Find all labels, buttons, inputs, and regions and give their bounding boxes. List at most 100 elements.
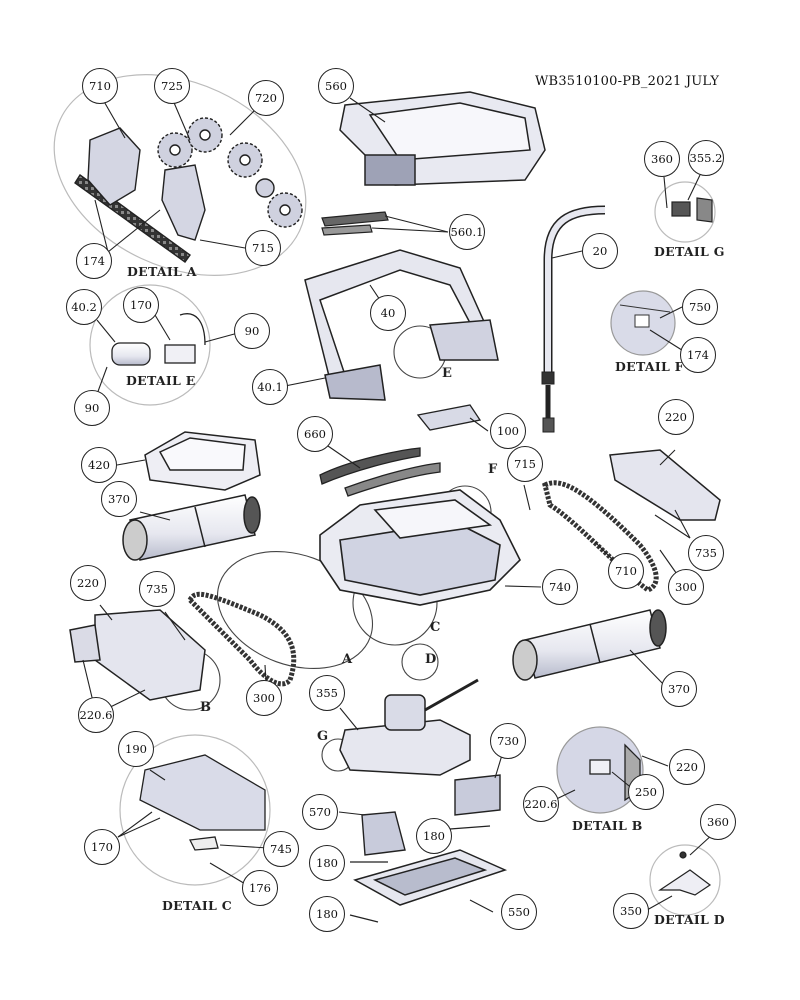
callout-220: 220 <box>70 565 106 601</box>
control-box-420 <box>144 431 261 491</box>
detail-c-parts <box>139 754 266 851</box>
base-plate-550 <box>353 849 508 906</box>
callout-300: 300 <box>668 569 704 605</box>
callout-360: 360 <box>644 141 680 177</box>
view-letter-f: F <box>488 462 498 477</box>
side-panel-220-left <box>69 609 206 701</box>
callout-350: 350 <box>613 893 649 929</box>
callout-90: 90 <box>234 313 270 349</box>
detail-a-parts <box>74 117 303 263</box>
detail-f-label: DETAIL F <box>615 359 684 374</box>
callout-20: 20 <box>582 233 618 269</box>
callout-420: 420 <box>81 447 117 483</box>
chain-300-left <box>186 591 297 687</box>
callout-730: 730 <box>490 723 526 759</box>
callout-750: 750 <box>682 289 718 325</box>
callout-180: 180 <box>309 845 345 881</box>
brush-roller-370-left <box>122 494 261 561</box>
detail-d-label: DETAIL D <box>654 912 725 927</box>
callout-170: 170 <box>123 287 159 323</box>
callout-715: 715 <box>245 230 281 266</box>
side-panel-220-right <box>609 449 721 521</box>
callout-710: 710 <box>608 553 644 589</box>
callout-745: 745 <box>263 831 299 867</box>
view-d-ring <box>401 643 439 681</box>
callout-220-6: 220.6 <box>523 786 559 822</box>
screws-180 <box>349 825 491 923</box>
callout-570: 570 <box>302 794 338 830</box>
bracket-730 <box>454 774 501 816</box>
detail-f-parts <box>619 304 671 328</box>
gear-hub <box>199 129 211 141</box>
callout-174: 174 <box>680 337 716 373</box>
callout-90: 90 <box>74 390 110 426</box>
callout-560-1: 560.1 <box>449 214 485 250</box>
top-cover-560 <box>339 91 546 186</box>
callout-40-1: 40.1 <box>252 369 288 405</box>
detail-a-label: DETAIL A <box>127 264 197 279</box>
callout-220: 220 <box>669 749 705 785</box>
detail-c-ring <box>119 734 271 886</box>
detail-a-ring <box>53 74 307 276</box>
detail-c-label: DETAIL C <box>162 898 233 913</box>
view-letter-a: A <box>342 652 353 667</box>
callout-220: 220 <box>658 399 694 435</box>
view-letter-e: E <box>442 366 452 381</box>
detail-g-label: DETAIL G <box>654 244 725 259</box>
motor-355 <box>339 678 479 776</box>
callout-725: 725 <box>154 68 190 104</box>
callout-220-6: 220.6 <box>78 697 114 733</box>
callout-174: 174 <box>76 243 112 279</box>
detail-g-parts <box>671 197 713 223</box>
callout-180: 180 <box>309 896 345 932</box>
callout-735: 735 <box>688 535 724 571</box>
detail-d-ring <box>649 844 721 916</box>
gear-hub <box>169 144 181 156</box>
detail-g-ring <box>654 181 716 243</box>
track-chains <box>186 480 659 687</box>
chain-300-right <box>542 480 659 593</box>
callout-370: 370 <box>661 671 697 707</box>
callout-715: 715 <box>507 446 543 482</box>
callout-360: 360 <box>700 804 736 840</box>
callout-180: 180 <box>416 818 452 854</box>
callout-370: 370 <box>101 481 137 517</box>
part-660 <box>319 447 441 497</box>
detail-e-ring <box>89 284 211 406</box>
bracket-570 <box>361 811 406 856</box>
detail-e-parts <box>111 313 206 366</box>
view-letter-g: G <box>317 729 329 744</box>
callout-660: 660 <box>297 416 333 452</box>
callout-170: 170 <box>84 829 120 865</box>
main-chassis <box>319 489 521 606</box>
document-id: WB3510100-PB_2021 JULY <box>535 74 720 89</box>
detail-e-label: DETAIL E <box>126 373 196 388</box>
view-letter-b: B <box>200 700 211 715</box>
callout-176: 176 <box>242 870 278 906</box>
callout-40-2: 40.2 <box>66 289 102 325</box>
hose-20 <box>541 205 606 433</box>
detail-b-label: DETAIL B <box>572 818 643 833</box>
detail-d-parts <box>658 851 712 896</box>
part-100 <box>416 404 482 431</box>
part-560-1 <box>321 211 389 236</box>
callout-560: 560 <box>318 68 354 104</box>
view-letter-d: D <box>425 652 437 667</box>
callout-190: 190 <box>118 731 154 767</box>
callout-40: 40 <box>370 295 406 331</box>
callout-300: 300 <box>246 680 282 716</box>
side-plate-715 <box>161 164 206 241</box>
handle-40 <box>304 249 499 401</box>
callout-720: 720 <box>248 80 284 116</box>
gear-hub <box>239 154 251 166</box>
view-letter-c: C <box>430 620 441 635</box>
callout-355: 355 <box>309 675 345 711</box>
callout-550: 550 <box>501 894 537 930</box>
callout-710: 710 <box>82 68 118 104</box>
gear <box>255 178 275 198</box>
callout-100: 100 <box>490 413 526 449</box>
side-plate-710 <box>87 127 141 206</box>
gear-hub <box>279 204 291 216</box>
